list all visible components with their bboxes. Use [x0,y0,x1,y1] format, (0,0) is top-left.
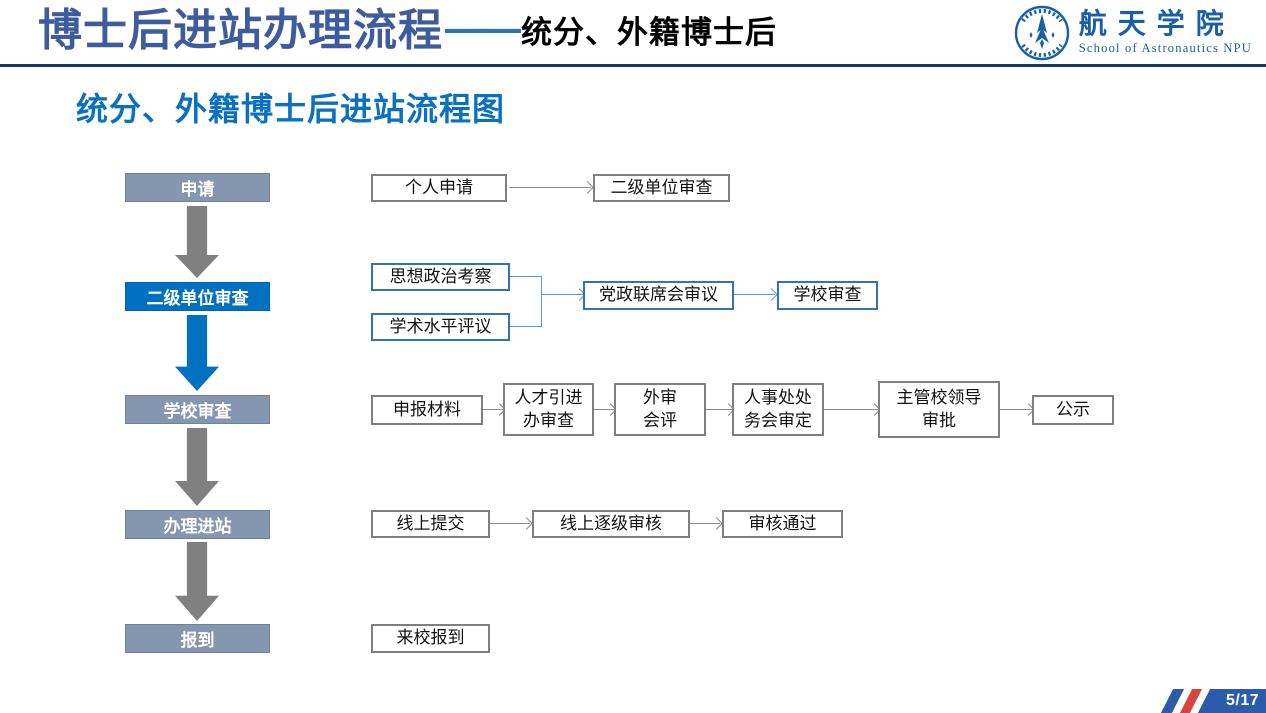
stage-register: 报到 [125,624,270,653]
flow-box-application-materials: 申报材料 [371,395,483,425]
header-divider [0,64,1266,67]
page-number: 5/17 [1226,692,1260,709]
stage-entry-processing: 办理进站 [125,510,270,539]
right-arrow-icon [594,409,614,410]
stage-unit-review: 二级单位审查 [125,282,270,311]
page-number-badge: 5/17 [1197,689,1266,713]
down-arrow-icon [175,206,219,278]
flow-box-online-submit: 线上提交 [371,510,490,538]
merge-line [541,276,542,327]
down-arrow-blue-icon [175,315,219,391]
right-arrow-icon [509,187,591,188]
school-emblem-icon [1014,5,1069,61]
right-arrow-icon [824,409,878,410]
school-name-en: School of Astronautics NPU [1078,40,1252,55]
school-logo-text: 航天学院 School of Astronautics NPU [1078,9,1252,56]
down-arrow-icon [175,542,219,621]
flow-box-leader-approval: 主管校领导 审批 [878,381,1000,438]
right-arrow-icon [1000,409,1032,410]
flow-box-academic-evaluation: 学术水平评议 [371,313,510,341]
page-title: 博士后进站办理流程 [38,6,443,55]
merge-line [510,276,541,277]
flow-box-campus-registration: 来校报到 [371,624,490,653]
slide-header: 博士后进站办理流程 —— 统分、外籍博士后 [38,6,777,57]
right-arrow-blue-icon [734,294,775,295]
flow-box-school-review: 学校审查 [777,281,878,310]
title-dash: —— [445,3,521,51]
flow-box-online-stepwise-review: 线上逐级审核 [532,510,690,538]
down-arrow-icon [175,428,219,506]
right-arrow-icon [706,409,732,410]
flow-box-political-inspection: 思想政治考察 [371,263,510,291]
flow-box-public-notice: 公示 [1032,395,1114,425]
flow-box-unit-review: 二级单位审查 [593,174,730,202]
flow-box-external-review: 外审 会评 [614,383,706,436]
right-arrow-icon [483,409,503,410]
page-title-suffix: 统分、外籍博士后 [521,14,777,50]
school-name-cn: 航天学院 [1078,9,1235,41]
flow-box-personal-application: 个人申请 [371,174,507,202]
right-arrow-icon [490,523,530,524]
right-arrow-icon [690,523,720,524]
section-title: 统分、外籍博士后进站流程图 [76,91,506,127]
right-arrow-blue-icon [541,294,583,295]
flow-box-joint-meeting: 党政联席会审议 [583,281,734,310]
flow-box-review-passed: 审核通过 [722,510,843,538]
flow-box-talent-office-review: 人才引进 办审查 [503,383,594,436]
stage-apply: 申请 [125,173,270,202]
flow-box-hr-meeting-approval: 人事处处 务会审定 [732,383,824,436]
merge-line [510,326,541,327]
school-logo: 航天学院 School of Astronautics NPU [1014,5,1252,61]
stage-school-review: 学校审查 [125,395,270,424]
